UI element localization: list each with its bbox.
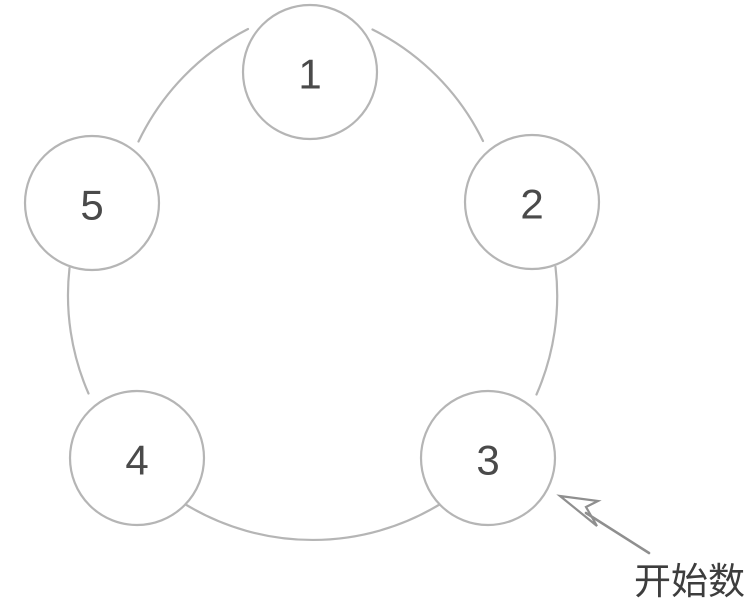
node-4[interactable]: 4 — [68, 389, 206, 527]
arrow-shaft-line — [584, 511, 651, 555]
node-2-circle[interactable] — [463, 133, 601, 271]
node-2[interactable]: 2 — [463, 133, 601, 271]
arrow-head-icon — [556, 494, 602, 527]
edge-5-to-1 — [137, 27, 250, 143]
node-1[interactable]: 1 — [241, 3, 379, 141]
node-3[interactable]: 3 — [419, 389, 557, 527]
annotation-arrow — [556, 494, 651, 555]
node-1-circle[interactable] — [241, 3, 379, 141]
edge-2-to-3 — [535, 265, 559, 396]
node-4-circle[interactable] — [68, 389, 206, 527]
edge-4-to-5 — [66, 266, 90, 395]
edge-group — [66, 27, 559, 541]
node-5-label: 5 — [80, 182, 103, 229]
edge-1-to-2 — [371, 28, 485, 143]
node-group: 1 2 3 4 5 — [23, 3, 601, 527]
node-5[interactable]: 5 — [23, 134, 161, 272]
annotation-label: 开始数 — [634, 560, 745, 603]
node-1-label: 1 — [298, 51, 321, 98]
node-3-label: 3 — [476, 437, 499, 484]
node-5-circle[interactable] — [23, 134, 161, 272]
node-4-label: 4 — [125, 437, 148, 484]
node-2-label: 2 — [520, 181, 543, 228]
node-3-circle[interactable] — [419, 389, 557, 527]
edge-3-to-4 — [185, 503, 441, 541]
